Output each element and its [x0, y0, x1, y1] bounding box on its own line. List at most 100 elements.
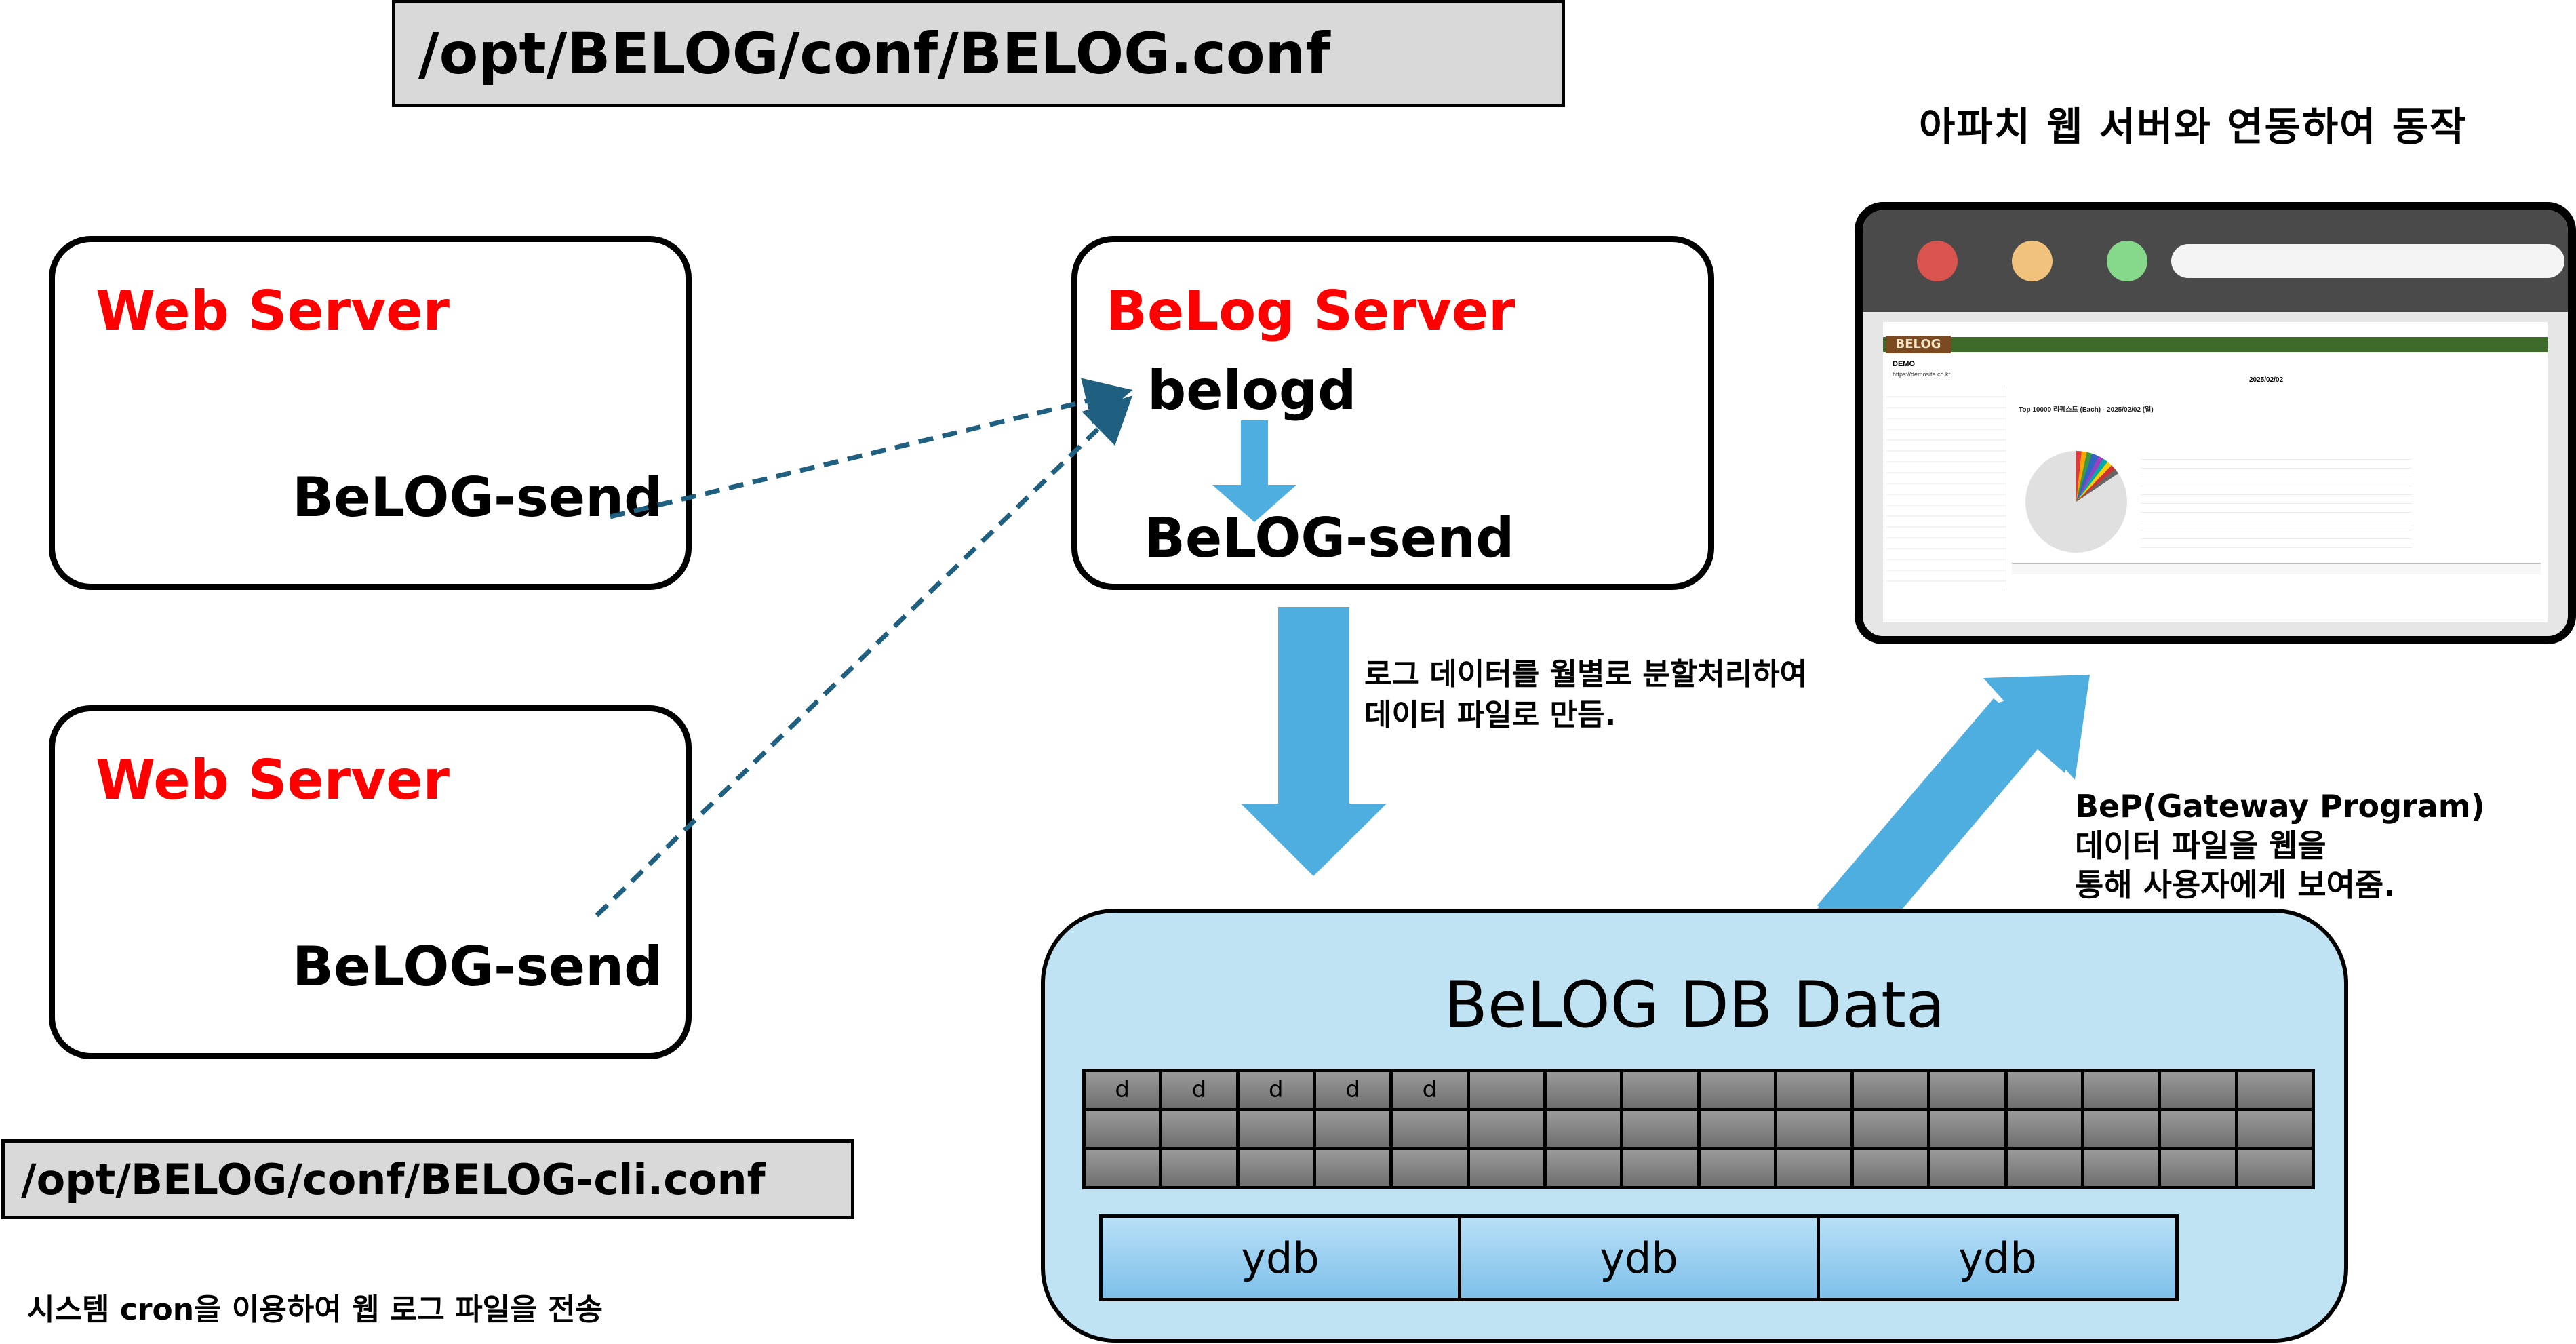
web-server-2-agent: BeLOG-send	[292, 935, 663, 998]
db-grid-cell: d	[1315, 1072, 1390, 1108]
request-list	[2141, 451, 2412, 553]
bep-note-line-2: 데이터 파일을 웹을	[2075, 827, 2326, 864]
bep-note: BeP(Gateway Program) 데이터 파일을 웹을 통해 사용자에게…	[2075, 787, 2485, 905]
belog-web-screenshot: BELOG DEMO https://demosite.co.kr 2025/0…	[1883, 322, 2548, 622]
db-grid-cell	[1930, 1150, 2004, 1186]
db-grid-cell	[1546, 1072, 1621, 1108]
pie-chart-icon	[2025, 451, 2127, 553]
db-grid-cell	[1546, 1111, 1621, 1147]
db-grid-cell	[1700, 1150, 1774, 1186]
dashed-arrow-web1-to-belogd	[610, 378, 1133, 519]
browser-window: BELOG DEMO https://demosite.co.kr 2025/0…	[1855, 202, 2576, 644]
internal-down-arrow	[1212, 420, 1296, 522]
ydb-block-1: ydb	[1103, 1218, 1458, 1298]
db-grid-cell	[2161, 1111, 2235, 1147]
db-grid-cell: d	[1393, 1072, 1467, 1108]
maximize-dot-icon	[2107, 241, 2147, 281]
browser-titlebar	[1863, 210, 2568, 312]
db-grid-cell	[1777, 1150, 1851, 1186]
db-grid-cell	[1162, 1150, 1236, 1186]
db-grid-cell	[2238, 1111, 2312, 1147]
ydb-row: ydb ydb ydb	[1099, 1214, 2179, 1301]
db-grid-cell	[2238, 1150, 2312, 1186]
site-url-label: https://demosite.co.kr	[1893, 371, 1951, 378]
db-grid-cell	[2084, 1111, 2158, 1147]
split-note-line-1: 로그 데이터를 월별로 분할처리하여	[1364, 657, 1808, 692]
db-grid-cell	[1700, 1072, 1774, 1108]
db-grid-cell	[1623, 1150, 1697, 1186]
db-grid-cell	[1086, 1150, 1160, 1186]
db-grid-cell	[1854, 1111, 1928, 1147]
db-grid-cell	[2084, 1072, 2158, 1108]
belog-server-box: BeLog Server belogd BeLOG-send	[1071, 236, 1714, 590]
db-grid-cell	[1700, 1111, 1774, 1147]
belog-server-title: BeLog Server	[1106, 279, 1515, 342]
ydb-block-2: ydb	[1458, 1218, 1817, 1298]
db-grid-cell	[1623, 1072, 1697, 1108]
minimize-dot-icon	[2012, 241, 2053, 281]
db-grid-cell: d	[1239, 1072, 1313, 1108]
db-grid-cell	[2007, 1150, 2082, 1186]
report-footer-bar	[2012, 563, 2541, 574]
belog-db-title: BeLOG DB Data	[1444, 968, 1945, 1042]
db-grid-cell	[1930, 1111, 2004, 1147]
db-grid-cell	[2007, 1111, 2082, 1147]
browser-url-bar	[2171, 244, 2564, 278]
web-server-1-box: Web Server BeLOG-send	[49, 236, 692, 590]
split-note: 로그 데이터를 월별로 분할처리하여 데이터 파일로 만듬.	[1364, 654, 1807, 736]
db-grid-cell	[1930, 1072, 2004, 1108]
db-grid-cell	[1546, 1150, 1621, 1186]
cli-config-path-text: /opt/BELOG/conf/BELOG-cli.conf	[21, 1154, 766, 1204]
bep-note-line-3: 통해 사용자에게 보여줌.	[2075, 867, 2396, 903]
belog-nav-bar	[1883, 337, 2548, 352]
web-server-1-agent: BeLOG-send	[292, 466, 663, 529]
report-title: Top 10000 리퀘스트 (Each) - 2025/02/02 (일)	[2019, 406, 2154, 414]
belog-server-sender: BeLOG-send	[1144, 507, 1515, 570]
db-grid-cell	[1469, 1072, 1543, 1108]
db-grid-cell	[1315, 1150, 1390, 1186]
site-label: DEMO	[1893, 360, 1915, 368]
db-grid-cell	[1393, 1111, 1467, 1147]
web-server-1-title: Web Server	[96, 279, 450, 342]
belog-logo: BELOG	[1886, 336, 1951, 353]
db-grid-cell	[1777, 1072, 1851, 1108]
db-grid-cell	[2238, 1072, 2312, 1108]
db-grid-cell	[2161, 1150, 2235, 1186]
db-grid-cell	[1469, 1111, 1543, 1147]
db-grid-cell	[1162, 1111, 1236, 1147]
cli-config-path: /opt/BELOG/conf/BELOG-cli.conf	[1, 1139, 854, 1219]
split-note-line-2: 데이터 파일로 만듬.	[1364, 698, 1617, 732]
web-server-2-box: Web Server BeLOG-send	[49, 705, 692, 1059]
db-grid-cell	[1393, 1150, 1467, 1186]
cron-note: 시스템 cron을 이용하여 웹 로그 파일을 전송	[27, 1292, 603, 1327]
db-grid-cell	[1239, 1150, 1313, 1186]
db-grid-cell	[1086, 1111, 1160, 1147]
top-config-path-text: /opt/BELOG/conf/BELOG.conf	[418, 20, 1330, 87]
date-label: 2025/02/02	[2249, 376, 2284, 384]
big-down-arrow	[1241, 607, 1387, 876]
db-grid-cell	[1623, 1111, 1697, 1147]
ydb-block-3: ydb	[1817, 1218, 2175, 1298]
db-grid-cell	[1777, 1111, 1851, 1147]
db-grid-cell	[1239, 1111, 1313, 1147]
apache-caption: 아파치 웹 서버와 연동하여 동작	[1919, 104, 2468, 150]
close-dot-icon	[1917, 241, 1958, 281]
db-grid-cell	[2084, 1150, 2158, 1186]
db-grid-cell	[1469, 1150, 1543, 1186]
db-grid-cell	[1315, 1111, 1390, 1147]
db-grid-cell	[1854, 1072, 1928, 1108]
bep-note-line-1: BeP(Gateway Program)	[2075, 788, 2485, 825]
db-grid-cell	[1854, 1150, 1928, 1186]
db-grid-cell: d	[1086, 1072, 1160, 1108]
db-grid-cell	[2007, 1072, 2082, 1108]
web-server-2-title: Web Server	[96, 749, 450, 812]
top-config-path: /opt/BELOG/conf/BELOG.conf	[392, 0, 1565, 107]
dashed-arrow-web2-to-belogd	[595, 395, 1133, 917]
db-grid-cell	[2161, 1072, 2235, 1108]
db-grid-cell: d	[1162, 1072, 1236, 1108]
belogd-label: belogd	[1147, 359, 1357, 422]
left-menu	[1887, 387, 2006, 590]
